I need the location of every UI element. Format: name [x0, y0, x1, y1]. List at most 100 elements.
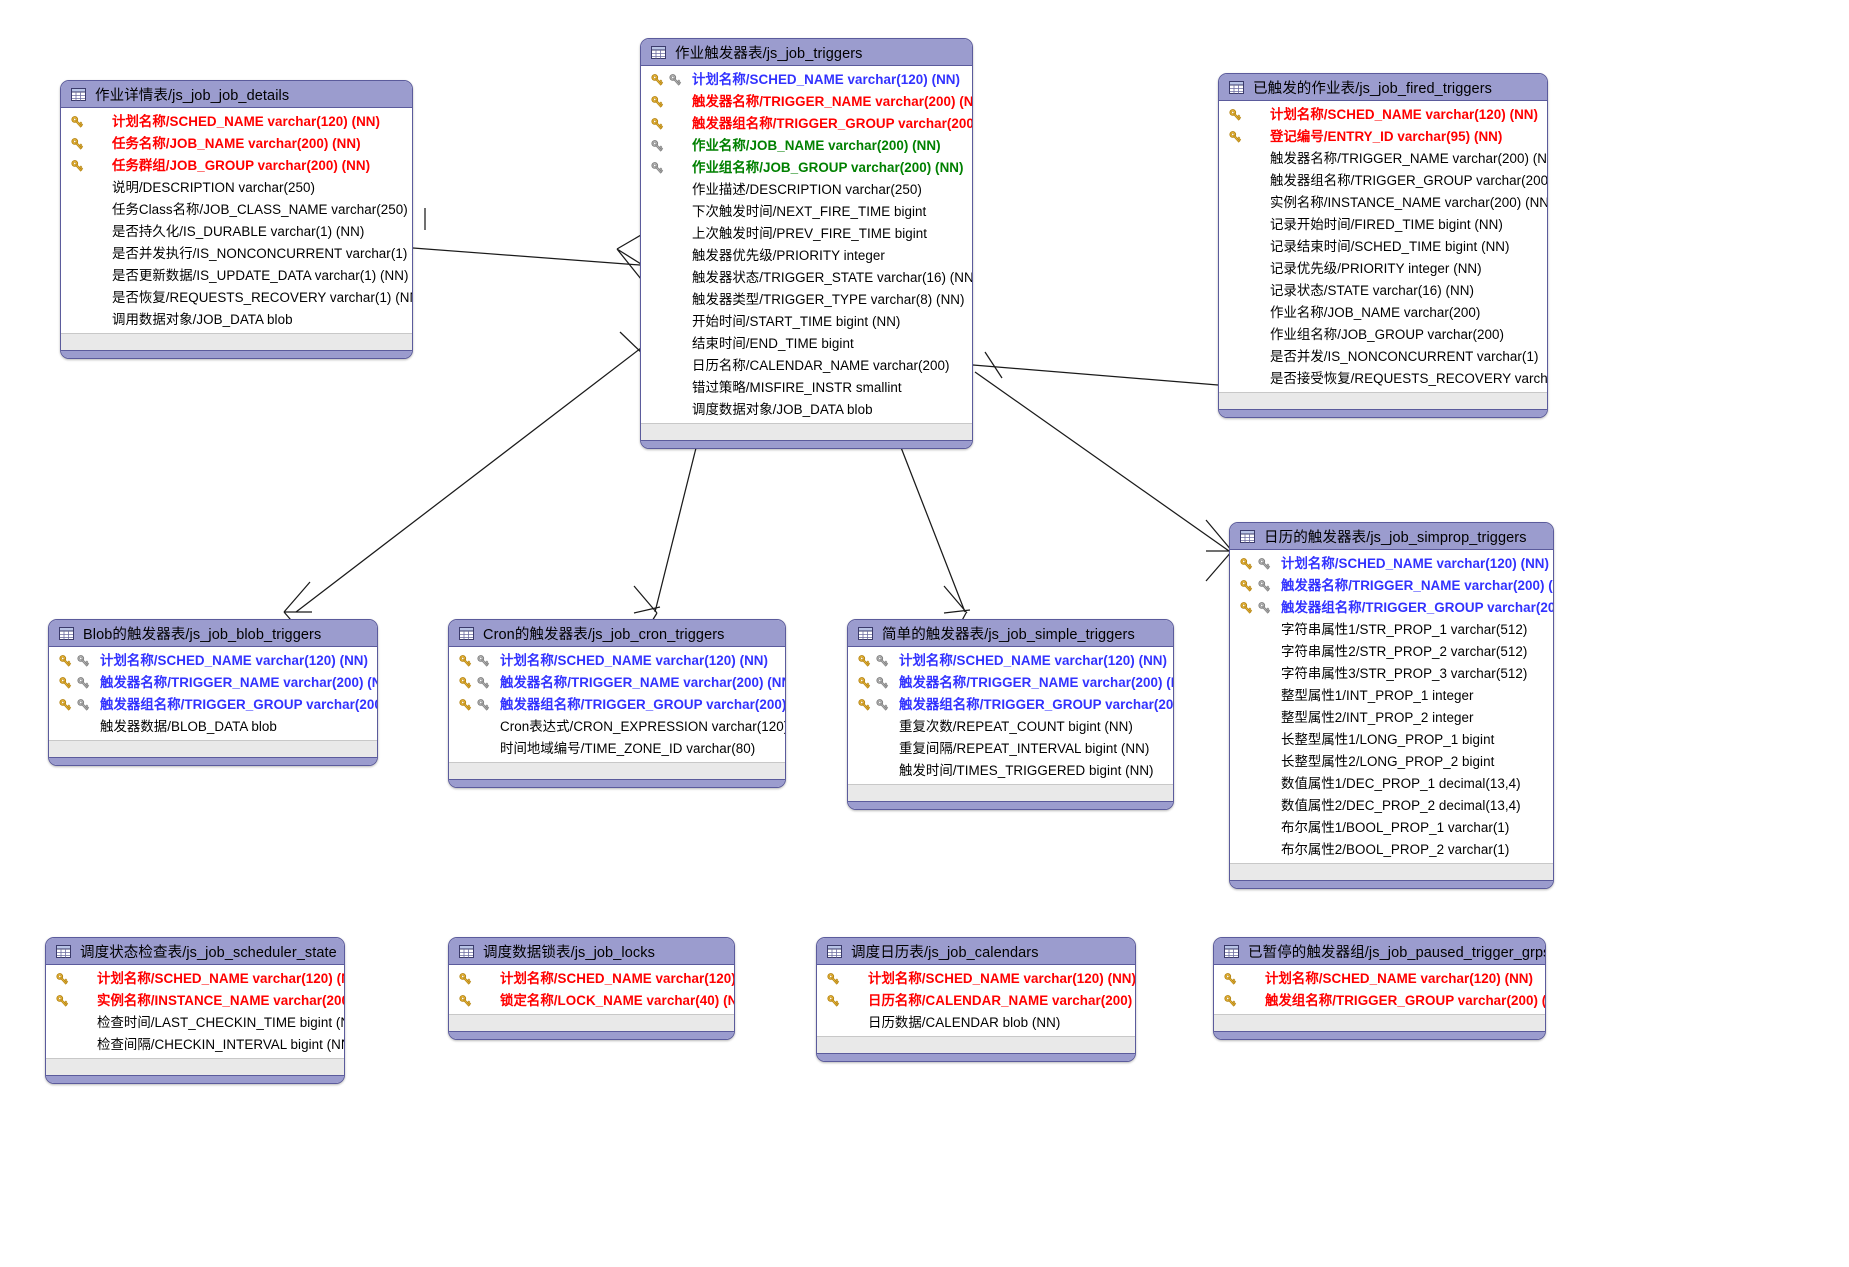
field-row[interactable]: 是否更新数据/IS_UPDATE_DATA varchar(1) (NN) [61, 265, 412, 287]
field-row[interactable]: 任务群组/JOB_GROUP varchar(200) (NN) [61, 155, 412, 177]
entity-table-simple_triggers[interactable]: 简单的触发器表/js_job_simple_triggers 计划名称/SCHED… [847, 619, 1174, 810]
field-row[interactable]: 作业组名称/JOB_GROUP varchar(200) (NN) [641, 157, 972, 179]
field-row[interactable]: 触发时间/TIMES_TRIGGERED bigint (NN) [848, 760, 1173, 782]
field-row[interactable]: 作业名称/JOB_NAME varchar(200) (NN) [641, 135, 972, 157]
field-row[interactable]: 计划名称/SCHED_NAME varchar(120) (NN) [1214, 968, 1545, 990]
field-row[interactable]: 错过策略/MISFIRE_INSTR smallint [641, 377, 972, 399]
field-row[interactable]: 长整型属性1/LONG_PROP_1 bigint [1230, 729, 1553, 751]
field-row[interactable]: 调度数据对象/JOB_DATA blob [641, 399, 972, 421]
field-row[interactable]: 日历数据/CALENDAR blob (NN) [817, 1012, 1135, 1034]
field-row[interactable]: 触发器类型/TRIGGER_TYPE varchar(8) (NN) [641, 289, 972, 311]
entity-table-scheduler_state[interactable]: 调度状态检查表/js_job_scheduler_state 计划名称/SCHED… [45, 937, 345, 1084]
field-row[interactable]: 是否恢复/REQUESTS_RECOVERY varchar(1) (NN) [61, 287, 412, 309]
field-row[interactable]: 整型属性2/INT_PROP_2 integer [1230, 707, 1553, 729]
field-row[interactable]: 触发器名称/TRIGGER_NAME varchar(200) (NN) [49, 672, 377, 694]
field-row[interactable]: 结束时间/END_TIME bigint [641, 333, 972, 355]
field-row[interactable]: 记录结束时间/SCHED_TIME bigint (NN) [1219, 236, 1547, 258]
field-row[interactable]: 登记编号/ENTRY_ID varchar(95) (NN) [1219, 126, 1547, 148]
field-row[interactable]: Cron表达式/CRON_EXPRESSION varchar(120) (NN… [449, 716, 785, 738]
field-row[interactable]: 触发器组名称/TRIGGER_GROUP varchar(200) (NN) [449, 694, 785, 716]
field-row[interactable]: 计划名称/SCHED_NAME varchar(120) (NN) [848, 650, 1173, 672]
field-row[interactable]: 布尔属性1/BOOL_PROP_1 varchar(1) [1230, 817, 1553, 839]
field-row[interactable]: 触发组名称/TRIGGER_GROUP varchar(200) (NN) [1214, 990, 1545, 1012]
entity-table-job_details[interactable]: 作业详情表/js_job_job_details 计划名称/SCHED_NAME … [60, 80, 413, 359]
field-row[interactable]: 字符串属性2/STR_PROP_2 varchar(512) [1230, 641, 1553, 663]
entity-table-header-calendars[interactable]: 调度日历表/js_job_calendars [817, 938, 1135, 965]
entity-table-header-scheduler_state[interactable]: 调度状态检查表/js_job_scheduler_state [46, 938, 344, 965]
field-row[interactable]: 触发器名称/TRIGGER_NAME varchar(200) (NN) [1219, 148, 1547, 170]
field-row[interactable]: 计划名称/SCHED_NAME varchar(120) (NN) [61, 111, 412, 133]
field-row[interactable]: 触发器组名称/TRIGGER_GROUP varchar(200) (NN) [641, 113, 972, 135]
field-row[interactable]: 锁定名称/LOCK_NAME varchar(40) (NN) [449, 990, 734, 1012]
field-row[interactable]: 日历名称/CALENDAR_NAME varchar(200) [641, 355, 972, 377]
field-row[interactable]: 触发器组名称/TRIGGER_GROUP varchar(200) (NN) [848, 694, 1173, 716]
field-row[interactable]: 计划名称/SCHED_NAME varchar(120) (NN) [49, 650, 377, 672]
field-row[interactable]: 计划名称/SCHED_NAME varchar(120) (NN) [641, 69, 972, 91]
field-row[interactable]: 触发器组名称/TRIGGER_GROUP varchar(200) (NN) [1219, 170, 1547, 192]
field-row[interactable]: 是否并发执行/IS_NONCONCURRENT varchar(1) (NN) [61, 243, 412, 265]
entity-table-locks[interactable]: 调度数据锁表/js_job_locks 计划名称/SCHED_NAME varch… [448, 937, 735, 1040]
field-row[interactable]: 是否接受恢复/REQUESTS_RECOVERY varchar(1) [1219, 368, 1547, 390]
entity-table-header-fired_triggers[interactable]: 已触发的作业表/js_job_fired_triggers [1219, 74, 1547, 101]
field-row[interactable]: 触发器数据/BLOB_DATA blob [49, 716, 377, 738]
field-row[interactable]: 检查时间/LAST_CHECKIN_TIME bigint (NN) [46, 1012, 344, 1034]
entity-table-calendars[interactable]: 调度日历表/js_job_calendars 计划名称/SCHED_NAME va… [816, 937, 1136, 1062]
field-row[interactable]: 字符串属性1/STR_PROP_1 varchar(512) [1230, 619, 1553, 641]
entity-table-header-paused_trigger_grps[interactable]: 已暂停的触发器组/js_job_paused_trigger_grps [1214, 938, 1545, 965]
field-row[interactable]: 下次触发时间/NEXT_FIRE_TIME bigint [641, 201, 972, 223]
field-row[interactable]: 布尔属性2/BOOL_PROP_2 varchar(1) [1230, 839, 1553, 861]
entity-table-paused_trigger_grps[interactable]: 已暂停的触发器组/js_job_paused_trigger_grps 计划名称/… [1213, 937, 1546, 1040]
field-row[interactable]: 触发器名称/TRIGGER_NAME varchar(200) (NN) [641, 91, 972, 113]
entity-table-header-cron_triggers[interactable]: Cron的触发器表/js_job_cron_triggers [449, 620, 785, 647]
field-row[interactable]: 重复间隔/REPEAT_INTERVAL bigint (NN) [848, 738, 1173, 760]
field-row[interactable]: 是否持久化/IS_DURABLE varchar(1) (NN) [61, 221, 412, 243]
field-row[interactable]: 作业组名称/JOB_GROUP varchar(200) [1219, 324, 1547, 346]
field-row[interactable]: 任务Class名称/JOB_CLASS_NAME varchar(250) (N… [61, 199, 412, 221]
entity-table-header-simple_triggers[interactable]: 简单的触发器表/js_job_simple_triggers [848, 620, 1173, 647]
field-row[interactable]: 重复次数/REPEAT_COUNT bigint (NN) [848, 716, 1173, 738]
field-row[interactable]: 检查间隔/CHECKIN_INTERVAL bigint (NN) [46, 1034, 344, 1056]
field-row[interactable]: 数值属性1/DEC_PROP_1 decimal(13,4) [1230, 773, 1553, 795]
field-row[interactable]: 触发器优先级/PRIORITY integer [641, 245, 972, 267]
field-row[interactable]: 计划名称/SCHED_NAME varchar(120) (NN) [449, 968, 734, 990]
field-row[interactable]: 触发器名称/TRIGGER_NAME varchar(200) (NN) [848, 672, 1173, 694]
field-row[interactable]: 计划名称/SCHED_NAME varchar(120) (NN) [1219, 104, 1547, 126]
field-row[interactable]: 实例名称/INSTANCE_NAME varchar(200) (NN) [46, 990, 344, 1012]
entity-table-header-job_triggers[interactable]: 作业触发器表/js_job_triggers [641, 39, 972, 66]
field-row[interactable]: 实例名称/INSTANCE_NAME varchar(200) (NN) [1219, 192, 1547, 214]
field-row[interactable]: 作业名称/JOB_NAME varchar(200) [1219, 302, 1547, 324]
field-row[interactable]: 字符串属性3/STR_PROP_3 varchar(512) [1230, 663, 1553, 685]
entity-table-job_triggers[interactable]: 作业触发器表/js_job_triggers 计划名称/SCHED_NAME va… [640, 38, 973, 449]
field-row[interactable]: 记录开始时间/FIRED_TIME bigint (NN) [1219, 214, 1547, 236]
field-row[interactable]: 触发器名称/TRIGGER_NAME varchar(200) (NN) [449, 672, 785, 694]
field-row[interactable]: 任务名称/JOB_NAME varchar(200) (NN) [61, 133, 412, 155]
field-row[interactable]: 计划名称/SCHED_NAME varchar(120) (NN) [1230, 553, 1553, 575]
field-row[interactable]: 调用数据对象/JOB_DATA blob [61, 309, 412, 331]
field-row[interactable]: 触发器组名称/TRIGGER_GROUP varchar(200) (NN) [49, 694, 377, 716]
entity-table-header-blob_triggers[interactable]: Blob的触发器表/js_job_blob_triggers [49, 620, 377, 647]
field-row[interactable]: 长整型属性2/LONG_PROP_2 bigint [1230, 751, 1553, 773]
field-row[interactable]: 作业描述/DESCRIPTION varchar(250) [641, 179, 972, 201]
field-row[interactable]: 触发器状态/TRIGGER_STATE varchar(16) (NN) [641, 267, 972, 289]
entity-table-header-job_details[interactable]: 作业详情表/js_job_job_details [61, 81, 412, 108]
field-row[interactable]: 触发器组名称/TRIGGER_GROUP varchar(200) (NN) [1230, 597, 1553, 619]
entity-table-cron_triggers[interactable]: Cron的触发器表/js_job_cron_triggers 计划名称/SCHED… [448, 619, 786, 788]
field-row[interactable]: 整型属性1/INT_PROP_1 integer [1230, 685, 1553, 707]
field-row[interactable]: 触发器名称/TRIGGER_NAME varchar(200) (NN) [1230, 575, 1553, 597]
field-row[interactable]: 说明/DESCRIPTION varchar(250) [61, 177, 412, 199]
field-row[interactable]: 日历名称/CALENDAR_NAME varchar(200) (NN) [817, 990, 1135, 1012]
field-row[interactable]: 记录优先级/PRIORITY integer (NN) [1219, 258, 1547, 280]
field-row[interactable]: 开始时间/START_TIME bigint (NN) [641, 311, 972, 333]
field-row[interactable]: 数值属性2/DEC_PROP_2 decimal(13,4) [1230, 795, 1553, 817]
entity-table-fired_triggers[interactable]: 已触发的作业表/js_job_fired_triggers 计划名称/SCHED_… [1218, 73, 1548, 418]
field-row[interactable]: 计划名称/SCHED_NAME varchar(120) (NN) [817, 968, 1135, 990]
entity-table-header-locks[interactable]: 调度数据锁表/js_job_locks [449, 938, 734, 965]
entity-table-header-simprop_triggers[interactable]: 日历的触发器表/js_job_simprop_triggers [1230, 523, 1553, 550]
field-row[interactable]: 计划名称/SCHED_NAME varchar(120) (NN) [46, 968, 344, 990]
field-row[interactable]: 上次触发时间/PREV_FIRE_TIME bigint [641, 223, 972, 245]
field-row[interactable]: 计划名称/SCHED_NAME varchar(120) (NN) [449, 650, 785, 672]
entity-table-simprop_triggers[interactable]: 日历的触发器表/js_job_simprop_triggers 计划名称/SCHE… [1229, 522, 1554, 889]
entity-table-blob_triggers[interactable]: Blob的触发器表/js_job_blob_triggers 计划名称/SCHED… [48, 619, 378, 766]
field-row[interactable]: 记录状态/STATE varchar(16) (NN) [1219, 280, 1547, 302]
